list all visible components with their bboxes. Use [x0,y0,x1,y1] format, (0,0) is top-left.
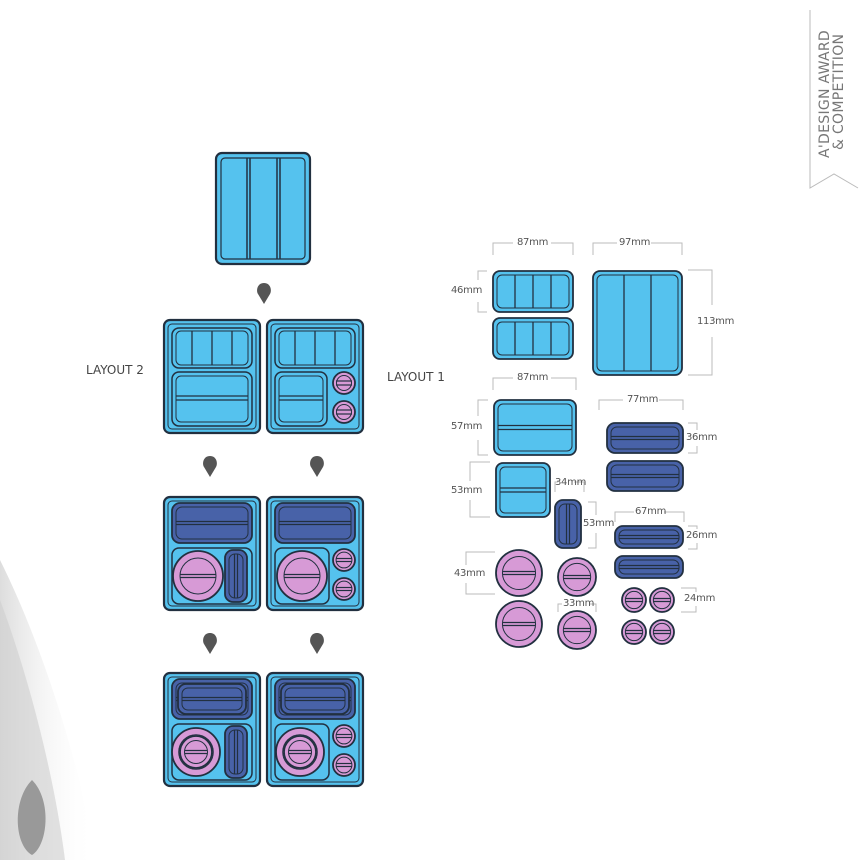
large-sandwich-container [274,502,356,544]
dim-46mm: 46mm [451,285,483,296]
large-round-lid-top [283,735,317,769]
layout1-tray-filled [265,495,365,612]
arrow-marker-1 [257,283,271,304]
dim-87mm-second: 87mm [517,372,549,383]
dim-87mm-top: 87mm [517,237,549,248]
container-77x36-b [606,460,684,492]
layout1-tray-empty [265,318,365,435]
dim-57mm: 57mm [451,421,483,432]
tall-snack-lid [224,725,248,779]
small-round-container [332,577,356,601]
small-round-lid [332,724,356,748]
dim-113mm: 113mm [697,316,735,327]
award-title: A'DESIGN AWARD [817,29,833,158]
round-container-43mm [495,549,543,597]
round-container-33mm [557,557,597,597]
round-container-24mm-b [649,587,675,613]
ribbed-tray-87x46-b [492,317,574,360]
ribbed-tray-87x46 [492,270,574,313]
outer-tray-inner [167,500,257,607]
component-set [492,270,684,650]
flat-tray-87x57 [493,399,577,456]
flat-tray-53x53 [495,462,551,518]
round-container-24mm [621,587,647,613]
small-round-lid [332,753,356,777]
snack-container-34x53 [554,499,582,549]
dim-24mm: 24mm [684,593,716,604]
container-67x26 [614,525,684,549]
award-subtitle: & COMPETITION [831,33,847,150]
large-sandwich-container [171,502,253,544]
dim-33mm: 33mm [563,598,595,609]
dim-34mm: 34mm [555,477,587,488]
corner-decoration [0,560,95,860]
container-77x36 [606,422,684,454]
ribbon-shape [809,10,859,189]
dimension-lines [465,242,713,613]
dim-26mm: 26mm [686,530,718,541]
dim-53mm-left: 53mm [451,485,483,496]
dim-97mm: 97mm [619,237,651,248]
dim-67mm: 67mm [635,506,667,517]
outer-tray-inner [167,676,257,783]
dim-77mm: 77mm [627,394,659,405]
layout1-label: LAYOUT 1 [387,370,445,384]
flow-arrows [203,283,324,654]
large-round-container [276,550,328,602]
layout2-tray-filled [162,495,262,612]
base-tray [214,151,312,266]
dim-36mm: 36mm [686,432,718,443]
arrow-marker-3 [310,456,324,477]
container-67x26-b [614,555,684,579]
tall-snack-container [224,549,248,603]
layout2-tray-empty [162,318,262,435]
large-round-container [172,550,224,602]
outer-tray-inner [270,676,360,783]
layout2-label: LAYOUT 2 [86,363,144,377]
ribbed-tray-97x113 [592,270,683,376]
large-sandwich-lid-top [280,683,350,715]
round-container-33mm-b [557,610,597,650]
small-round-container [332,548,356,572]
arrow-marker-2 [203,456,217,477]
layout2-tray-lidded [162,671,262,788]
arrow-marker-4 [203,633,217,654]
round-container-24mm-c [621,619,647,645]
round-container-24mm-d [649,619,675,645]
dim-53mm-right: 53mm [583,518,615,529]
arrow-marker-5 [310,633,324,654]
large-round-lid-top [179,735,213,769]
round-container-43mm-b [495,600,543,648]
dim-43mm: 43mm [454,568,486,579]
award-ribbon: A'DESIGN AWARD & COMPETITION [808,10,860,200]
layout1-tray-lidded [265,671,365,788]
outer-tray-inner [270,500,360,607]
large-sandwich-lid-top [177,683,247,715]
